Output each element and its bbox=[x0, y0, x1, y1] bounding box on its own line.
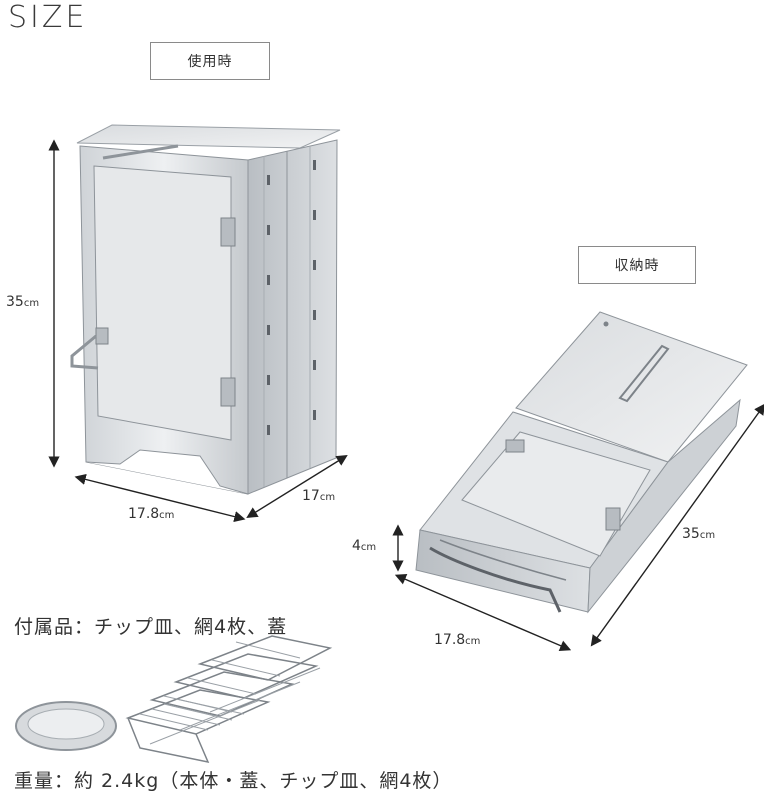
accessories-text: 付属品：チップ皿、網4枚、蓋 bbox=[14, 616, 288, 638]
smoker-in-use bbox=[70, 124, 341, 495]
stored-width-value: 17.8 bbox=[434, 632, 466, 648]
stored-length-dimension: 35cm bbox=[682, 526, 715, 542]
in-use-height-dimension: 35cm bbox=[6, 294, 39, 310]
stored-height-value: 4 bbox=[352, 538, 361, 554]
in-use-width-value: 17.8 bbox=[128, 506, 160, 522]
stored-height-unit: cm bbox=[360, 542, 377, 553]
in-use-depth-unit: cm bbox=[319, 492, 336, 503]
in-use-label: 使用時 bbox=[150, 42, 270, 80]
stored-label: 収納時 bbox=[578, 246, 696, 284]
in-use-depth-dimension: 17cm bbox=[302, 488, 335, 504]
in-use-depth-value: 17 bbox=[302, 488, 320, 504]
in-use-width-unit: cm bbox=[159, 510, 175, 521]
in-use-width-dimension: 17.8cm bbox=[128, 506, 174, 522]
grill-nets bbox=[125, 635, 333, 764]
in-use-height-value: 35 bbox=[6, 294, 24, 310]
chip-tray bbox=[15, 701, 117, 751]
smoker-stored bbox=[415, 311, 748, 614]
page-title: SIZE bbox=[8, 0, 88, 35]
in-use-height-unit: cm bbox=[23, 298, 40, 309]
stored-width-dimension: 17.8cm bbox=[434, 632, 480, 648]
stored-length-value: 35 bbox=[682, 526, 700, 542]
stored-length-unit: cm bbox=[699, 530, 716, 541]
weight-text: 重量：約 2.4kg（本体・蓋、チップ皿、網4枚） bbox=[14, 770, 453, 792]
stored-width-unit: cm bbox=[465, 636, 481, 647]
stored-height-dimension: 4cm bbox=[352, 538, 376, 554]
